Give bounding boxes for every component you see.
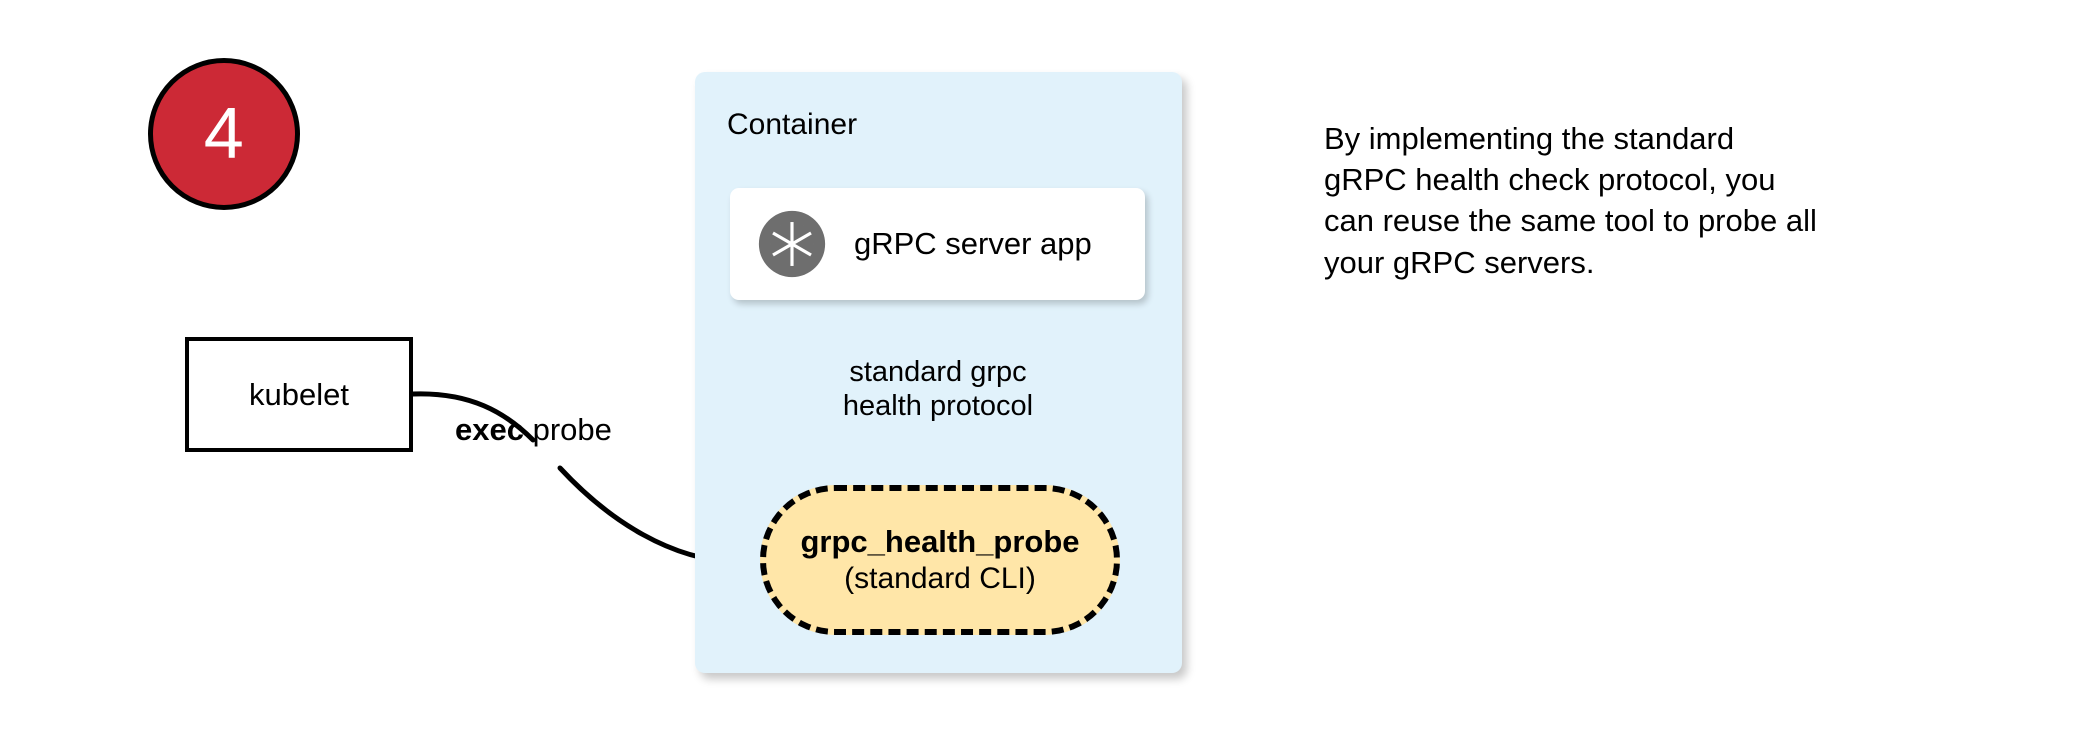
explanatory-note: By implementing the standard gRPC health… xyxy=(1324,118,1944,283)
grpc-server-app-node: gRPC server app xyxy=(730,188,1145,300)
step-badge-number: 4 xyxy=(203,94,245,174)
grpc-health-probe-node: grpc_health_probe (standard CLI) xyxy=(760,485,1120,635)
edge-kubelet-to-probe xyxy=(410,391,536,443)
exec-keyword: exec xyxy=(455,412,524,447)
kubelet-node: kubelet xyxy=(185,337,413,452)
health-protocol-line-2: health protocol xyxy=(842,390,1034,423)
grpc-health-probe-subtitle: (standard CLI) xyxy=(844,561,1036,595)
step-badge: 4 xyxy=(148,58,300,210)
note-line-2: gRPC health check protocol, you xyxy=(1324,162,1776,198)
grpc-server-app-label: gRPC server app xyxy=(854,226,1092,261)
note-line-4: your gRPC servers. xyxy=(1324,244,1595,280)
grpc-aperture-icon xyxy=(758,210,826,278)
edge-label-exec-probe: exec probe xyxy=(455,411,612,448)
kubelet-label: kubelet xyxy=(249,376,349,412)
edge-label-health-protocol: standard grpc health protocol xyxy=(843,355,1033,423)
note-line-3: can reuse the same tool to probe all xyxy=(1324,203,1817,239)
health-protocol-line-1: standard grpc xyxy=(849,356,1027,388)
container-title: Container xyxy=(727,108,858,141)
exec-probe-rest: probe xyxy=(523,412,612,447)
note-line-1: By implementing the standard xyxy=(1324,121,1735,156)
grpc-health-probe-title: grpc_health_probe xyxy=(800,523,1080,559)
